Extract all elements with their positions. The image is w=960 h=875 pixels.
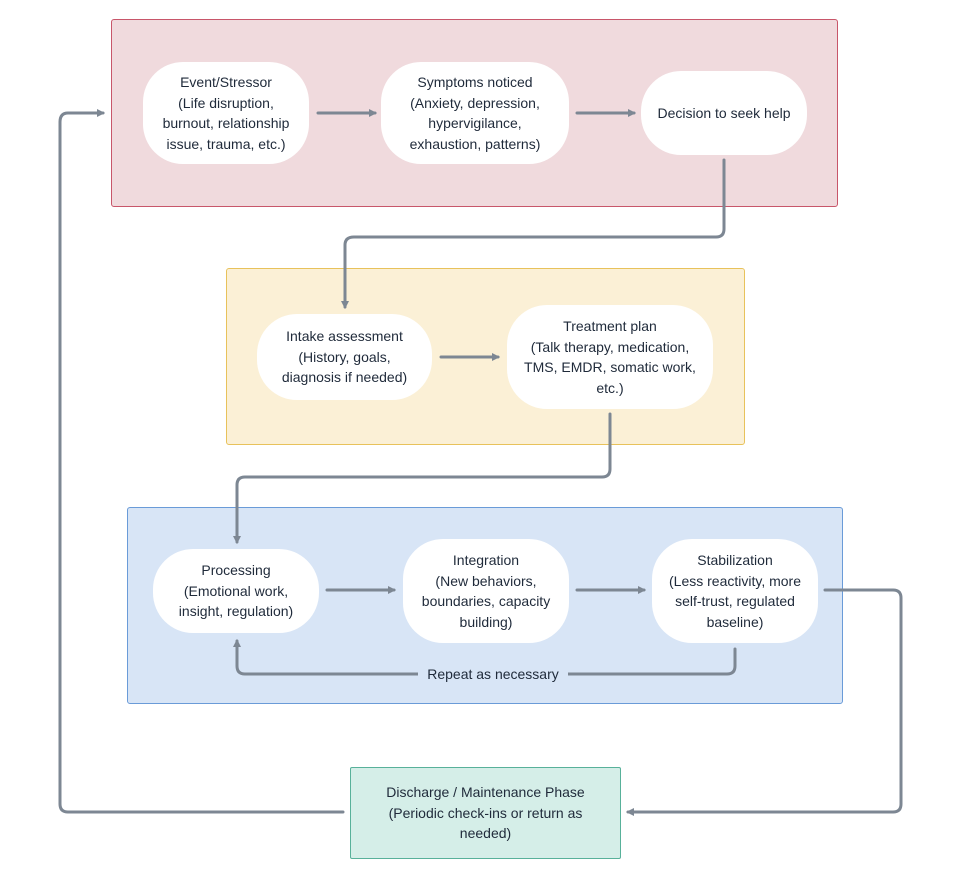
node-processing: Processing (Emotional work, insight, reg… [153, 549, 319, 633]
node-event-line: issue, trauma, etc.) [166, 135, 286, 152]
node-treatment-plan: Treatment plan (Talk therapy, medication… [507, 305, 713, 409]
node-plan-title: Treatment plan [563, 318, 657, 334]
node-plan-line: etc.) [596, 379, 624, 396]
node-intake-title: Intake assessment [286, 328, 403, 345]
node-symptoms-line: (Anxiety, depression, [410, 94, 540, 111]
node-decision-title: Decision to seek help [657, 104, 791, 121]
node-discharge-line: needed) [459, 825, 512, 842]
node-intake-line: (History, goals, [298, 348, 391, 365]
node-intake-assessment: Intake assessment (History, goals, diagn… [257, 314, 432, 400]
edge-discharge-to-event [58, 109, 345, 814]
node-integration-title: Integration [452, 552, 520, 568]
edge-stabilization-to-discharge [626, 588, 903, 816]
node-decision-to-seek-help: Decision to seek help [641, 71, 807, 155]
node-stabilization-title: Stabilization [697, 552, 773, 568]
node-event-line: (Life disruption, [178, 94, 274, 111]
node-integration: Integration (New behaviors, boundaries, … [403, 539, 569, 643]
node-event-title: Event/Stressor [180, 74, 272, 90]
node-processing-line: insight, regulation) [178, 603, 294, 620]
node-event-line: burnout, relationship [162, 115, 290, 131]
node-stabilization-line: self-trust, regulated [675, 593, 795, 609]
node-symptoms-line: exhaustion, patterns) [409, 135, 541, 152]
node-stabilization-line: (Less reactivity, more [669, 572, 801, 589]
node-stabilization: Stabilization (Less reactivity, more sel… [652, 539, 818, 643]
node-symptoms-title: Symptoms noticed [417, 74, 533, 90]
node-intake-line: diagnosis if needed) [281, 369, 408, 386]
node-integration-line: boundaries, capacity [421, 593, 551, 609]
node-symptoms-line: hypervigilance, [428, 115, 522, 131]
node-discharge-title: Discharge / Maintenance Phase [386, 784, 585, 801]
node-processing-title: Processing [201, 562, 271, 579]
node-integration-line: (New behaviors, [435, 572, 537, 589]
node-plan-line: (Talk therapy, medication, [530, 338, 690, 355]
node-discharge-maintenance: Discharge / Maintenance Phase (Periodic … [350, 767, 621, 859]
edge-plan-to-processing [233, 412, 612, 544]
edge-label-repeat: Repeat as necessary [418, 664, 568, 684]
node-plan-line: TMS, EMDR, somatic work, [524, 359, 696, 375]
node-integration-line: building) [459, 613, 513, 630]
node-discharge-line: (Periodic check-ins or return as [388, 804, 583, 821]
node-stabilization-line: baseline) [706, 613, 764, 630]
node-processing-line: (Emotional work, [183, 582, 289, 599]
node-event-stressor: Event/Stressor (Life disruption, burnout… [143, 62, 309, 164]
node-symptoms-noticed: Symptoms noticed (Anxiety, depression, h… [381, 62, 569, 164]
edge-decision-to-intake [341, 158, 726, 309]
